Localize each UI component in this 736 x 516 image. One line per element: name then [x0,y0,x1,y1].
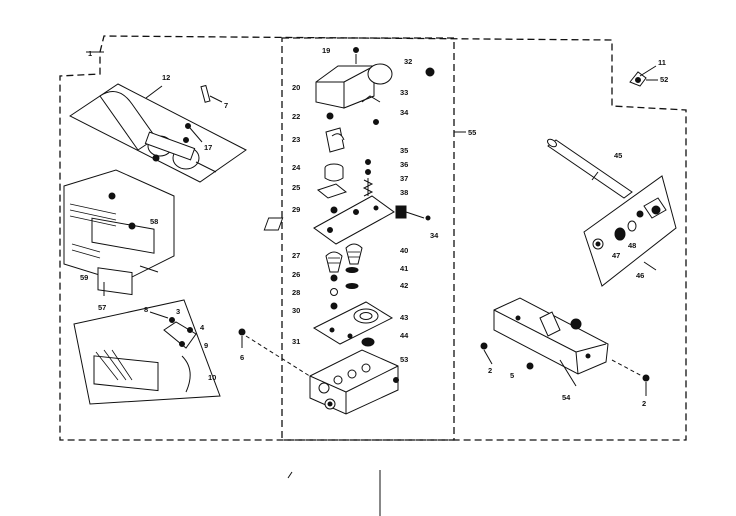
part-27 [325,251,343,273]
part-24 [324,163,344,182]
callout-44: 44 [400,331,409,340]
part-7 [200,84,223,103]
callout-45: 45 [614,151,622,160]
part-22 [326,112,334,120]
valve-subassembly-outline [281,37,455,441]
callout-54: 54 [562,393,571,402]
callout-20: 20 [292,83,300,92]
callout-7: 7 [224,101,228,110]
part-2b [611,359,650,396]
callout-2: 2 [488,366,492,375]
callout-8: 8 [144,305,148,314]
part-34 [373,119,379,125]
callout-57: 57 [98,303,106,312]
callout-9: 9 [204,341,208,350]
callout-2b: 2 [642,399,646,408]
callout-28: 28 [292,288,300,297]
callout-29: 29 [292,205,300,214]
callout-25: 25 [292,183,300,192]
callout-6: 6 [240,353,244,362]
callout-11: 11 [658,58,666,67]
part-25 [316,183,348,199]
part-54 [493,297,609,387]
callout-22: 22 [292,112,300,121]
callout-17: 17 [204,143,212,152]
part-2 [480,342,493,365]
part-5 [526,362,534,370]
part-group-8 [73,299,221,405]
callout-41: 41 [400,264,408,273]
callout-27: 27 [292,251,300,260]
part-17 [185,123,203,143]
callout-10: 10 [208,373,216,382]
callout-34b: 34 [430,231,439,240]
callout-19: 19 [322,46,330,55]
callout-53: 53 [400,355,408,364]
callout-1: 1 [88,49,92,58]
part-6 [238,328,317,381]
callout-31: 31 [292,337,300,346]
callout-42: 42 [400,281,408,290]
part-40 [345,243,363,265]
part-32 [425,67,435,77]
callout-24: 24 [292,163,301,172]
callout-37: 37 [400,174,408,183]
callout-12: 12 [162,73,170,82]
callout-38: 38 [400,188,408,197]
part-20 [315,63,393,109]
part-group-45 [583,175,677,287]
callout-5: 5 [510,371,514,380]
part-44 [361,337,375,347]
part-52 [629,65,658,87]
callout-34: 34 [400,108,409,117]
callout-59: 59 [80,273,88,282]
callout-26: 26 [292,270,300,279]
callout-55: 55 [468,128,476,137]
part-19 [353,47,359,53]
part-group-57 [63,169,175,296]
callout-36: 36 [400,160,408,169]
part-38 [395,205,431,221]
callout-35: 35 [400,146,408,155]
part-46 [547,138,633,199]
part-29 [330,206,338,214]
callout-30: 30 [292,306,300,315]
callout-43: 43 [400,313,408,322]
callout-47: 47 [612,251,620,260]
part-group-12 [69,83,247,183]
callout-40: 40 [400,246,408,255]
part-33 [361,95,381,103]
part-31 [312,301,394,345]
part-35-36-37 [362,159,374,197]
bottom-mark [287,471,293,479]
callout-58: 58 [150,217,158,226]
callout-32: 32 [404,57,412,66]
callout-52: 52 [660,75,668,84]
part-23 [325,127,345,153]
callout-4: 4 [200,323,205,332]
callout-3: 3 [176,307,180,316]
callout-46: 46 [636,271,644,280]
part-26-28-30 [330,274,338,310]
callout-33: 33 [400,88,408,97]
part-41-42 [345,267,359,289]
valve-upper-plate [263,195,395,245]
assembly-outline [59,35,687,441]
valve-body [309,349,399,415]
callout-48: 48 [628,241,636,250]
callout-23: 23 [292,135,300,144]
